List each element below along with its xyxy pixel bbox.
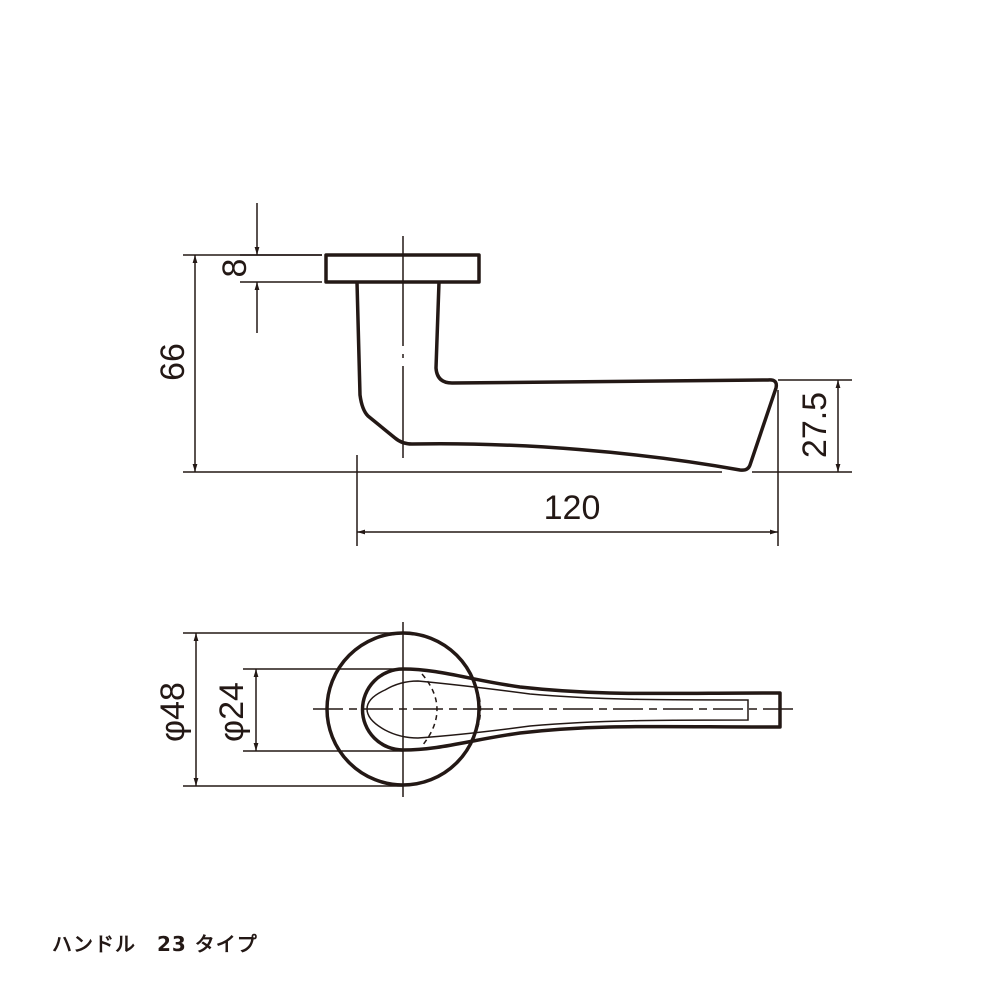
hidden-neck-arc (421, 673, 438, 747)
lever-top-outline (360, 667, 782, 752)
dim-neck-diameter: φ24 (213, 682, 251, 742)
top-view: φ48 φ24 (154, 622, 795, 797)
dim-height: 66 (154, 343, 192, 381)
product-caption: ハンドル 23 タイプ (52, 932, 258, 956)
dim-length: 120 (544, 489, 601, 527)
lever-inner-line (366, 680, 749, 739)
side-view: 8 66 27.5 120 (154, 203, 852, 546)
dim-lever-height: 27.5 (796, 392, 834, 458)
lever-outline (355, 281, 779, 472)
dim-rose-thickness: 8 (216, 259, 254, 278)
dim-rose-diameter: φ48 (154, 682, 192, 742)
